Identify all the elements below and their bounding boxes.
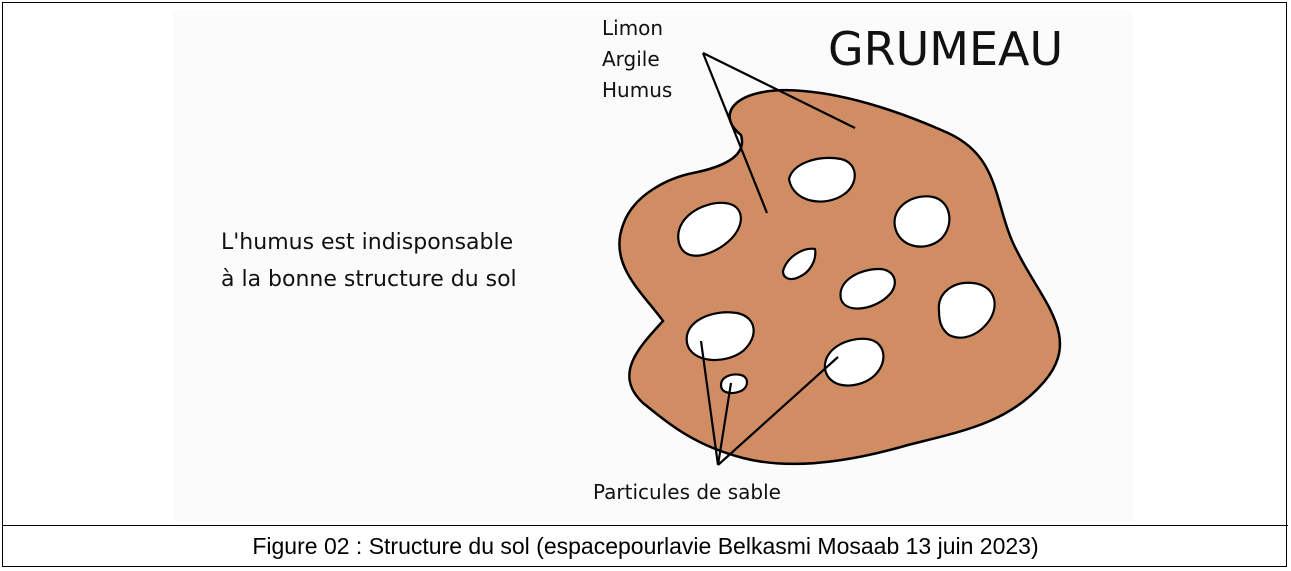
- statement-line-2: à la bonne structure du sol: [221, 267, 517, 292]
- sand-particle: [721, 374, 747, 393]
- sand-particle: [895, 196, 950, 246]
- figure-area: GRUMEAU Limon Argile Humus L'humus est i…: [3, 3, 1288, 526]
- statement-line-1: L'humus est indisponsable: [221, 230, 513, 255]
- label-particules-de-sable: Particules de sable: [593, 480, 781, 504]
- label-argile: Argile: [602, 47, 660, 71]
- soil-structure-diagram: GRUMEAU Limon Argile Humus L'humus est i…: [3, 3, 1288, 526]
- label-limon: Limon: [602, 16, 663, 40]
- figure-caption: Figure 02 : Structure du sol (espacepour…: [3, 526, 1288, 566]
- label-humus: Humus: [602, 78, 672, 102]
- diagram-title: GRUMEAU: [828, 22, 1063, 76]
